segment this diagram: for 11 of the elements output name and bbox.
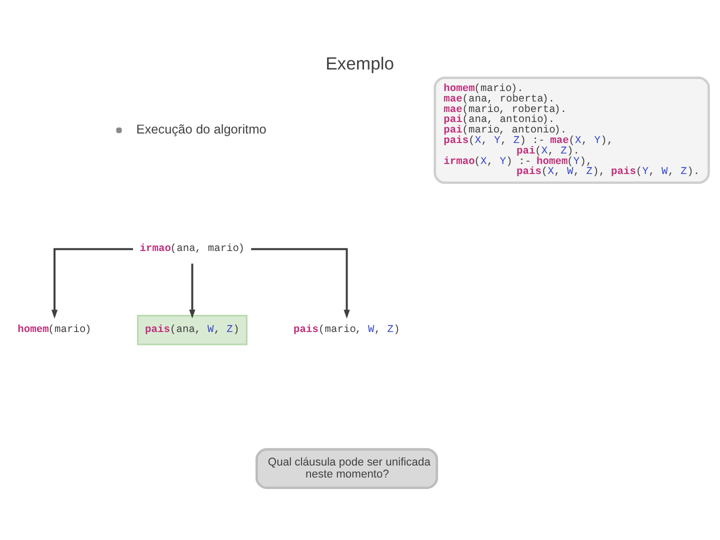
arrow — [251, 248, 350, 319]
arrow — [189, 264, 196, 318]
node-text: homem(mario) — [18, 324, 92, 336]
diagram-title: Exemplo — [326, 54, 394, 74]
node-text: irmao(ana, mario) — [140, 243, 245, 256]
node-box: Qual cláusula pode ser unificada neste momento? — [256, 448, 438, 489]
label: Execução do algoritmo — [136, 121, 266, 136]
node-box: pais(ana, W, Z) — [137, 314, 248, 346]
node-box: homem(mario). mae(ana, roberta). mae(mario, roberta). pai(ana, antonio). pai(mario, antonio). pais(X, Y, Z) :- mae(X, Y), pai(X, Z). irmao(X, Y) :- homem(Y), pais(X, W, Z), pais(Y, W, Z). — [434, 76, 710, 184]
arrow — [51, 248, 134, 319]
node-text: pais(mario, W, Z) — [294, 324, 400, 336]
